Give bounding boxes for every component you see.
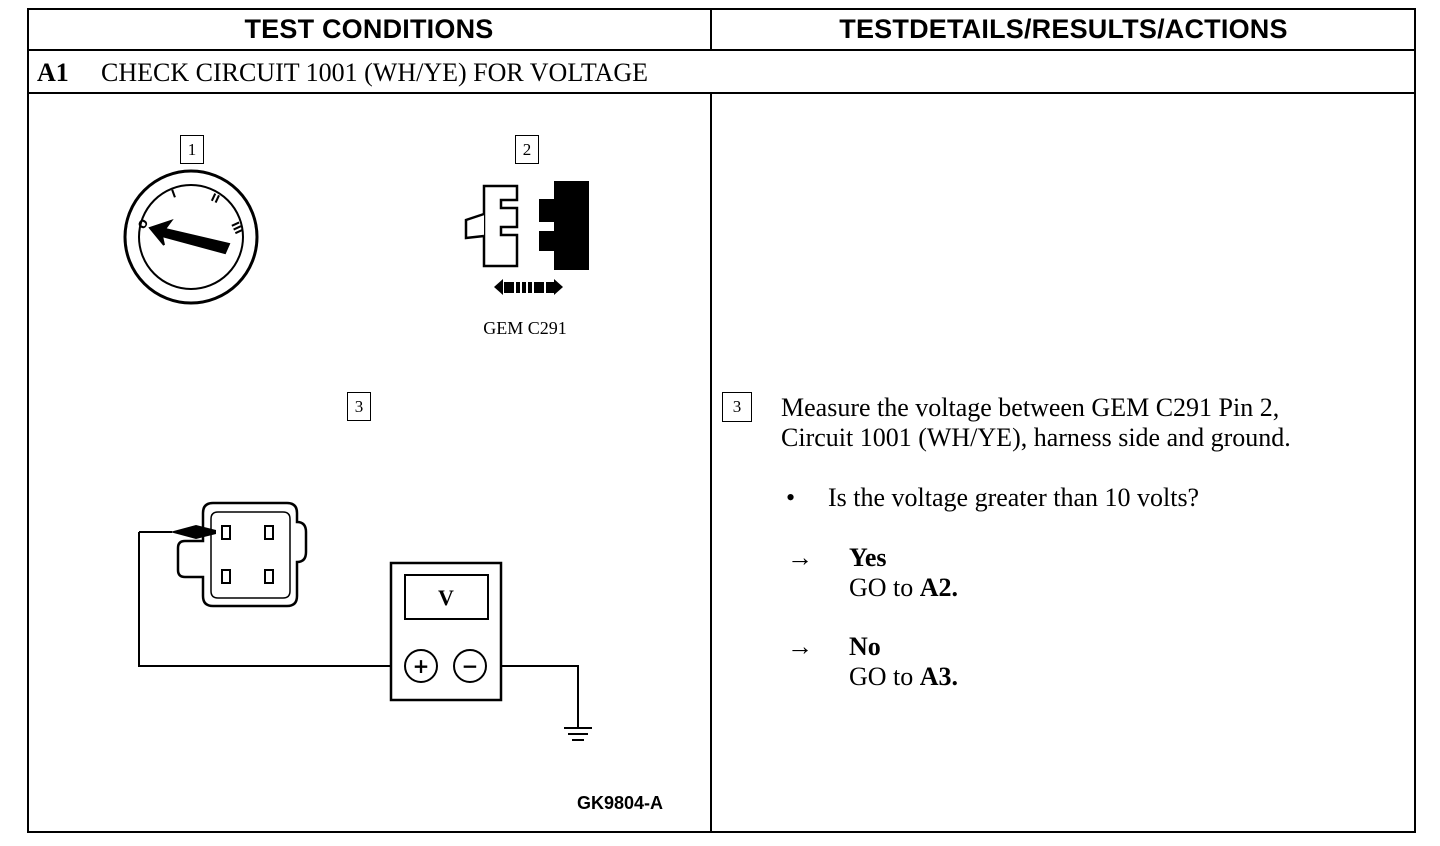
connector-label: GEM C291 [483, 318, 567, 338]
step-divider [27, 92, 1416, 94]
figure-code: GK9804-A [576, 793, 664, 813]
no-label: No [849, 632, 881, 661]
step-id: A1 [37, 58, 69, 87]
no-action-prefix: GO to [849, 662, 914, 691]
header-divider [27, 49, 1416, 51]
no-action-target: A3. [919, 662, 959, 691]
question-text: Is the voltage greater than 10 volts? [828, 483, 1200, 512]
details-callout-3: 3 [722, 392, 752, 422]
arrow-icon: → [787, 543, 813, 572]
header-test-conditions: TEST CONDITIONS [244, 13, 494, 44]
switch-pos-1: I [170, 187, 178, 201]
step-title: CHECK CIRCUIT 1001 (WH/YE) FOR VOLTAGE [101, 58, 649, 87]
meter-minus-terminal: − [462, 654, 479, 678]
header-column-divider [710, 8, 712, 50]
meter-display-label: V [438, 585, 454, 610]
callout-2: 2 [515, 135, 539, 164]
ground-icon [564, 727, 592, 741]
meter-plus-terminal: + [413, 654, 430, 678]
step-title-row: A1 CHECK CIRCUIT 1001 (WH/YE) FOR VOLTAG… [37, 52, 648, 94]
instruction-line-1: Measure the voltage between GEM C291 Pin… [781, 393, 1280, 422]
test-probe-icon [139, 525, 216, 539]
instruction-text: Measure the voltage between GEM C291 Pin… [781, 393, 1401, 453]
callout-3: 3 [347, 392, 371, 421]
yes-action-target: A2. [919, 573, 959, 602]
body-column-divider [710, 92, 712, 833]
table-frame [27, 8, 1416, 833]
switch-pos-3: III [228, 220, 245, 237]
harness-connector-icon [176, 501, 308, 608]
choice-no: → No GO to A3. [787, 632, 958, 692]
callout-1: 1 [180, 135, 204, 164]
instruction-line-2: Circuit 1001 (WH/YE), harness side and g… [781, 423, 1291, 452]
ignition-switch-icon: O I II III [123, 169, 259, 305]
test-lead-wires [138, 532, 579, 727]
header-test-details: TESTDETAILS/RESULTS/ACTIONS [839, 13, 1288, 44]
choice-yes: → Yes GO to A2. [787, 543, 958, 603]
question-row: • Is the voltage greater than 10 volts? [786, 483, 1199, 513]
bullet-icon: • [786, 483, 796, 512]
voltmeter-icon: V + − [389, 561, 503, 702]
yes-action-prefix: GO to [849, 573, 914, 602]
connector-c291-icon [464, 181, 589, 295]
arrow-icon: → [787, 632, 813, 661]
yes-label: Yes [849, 543, 887, 572]
